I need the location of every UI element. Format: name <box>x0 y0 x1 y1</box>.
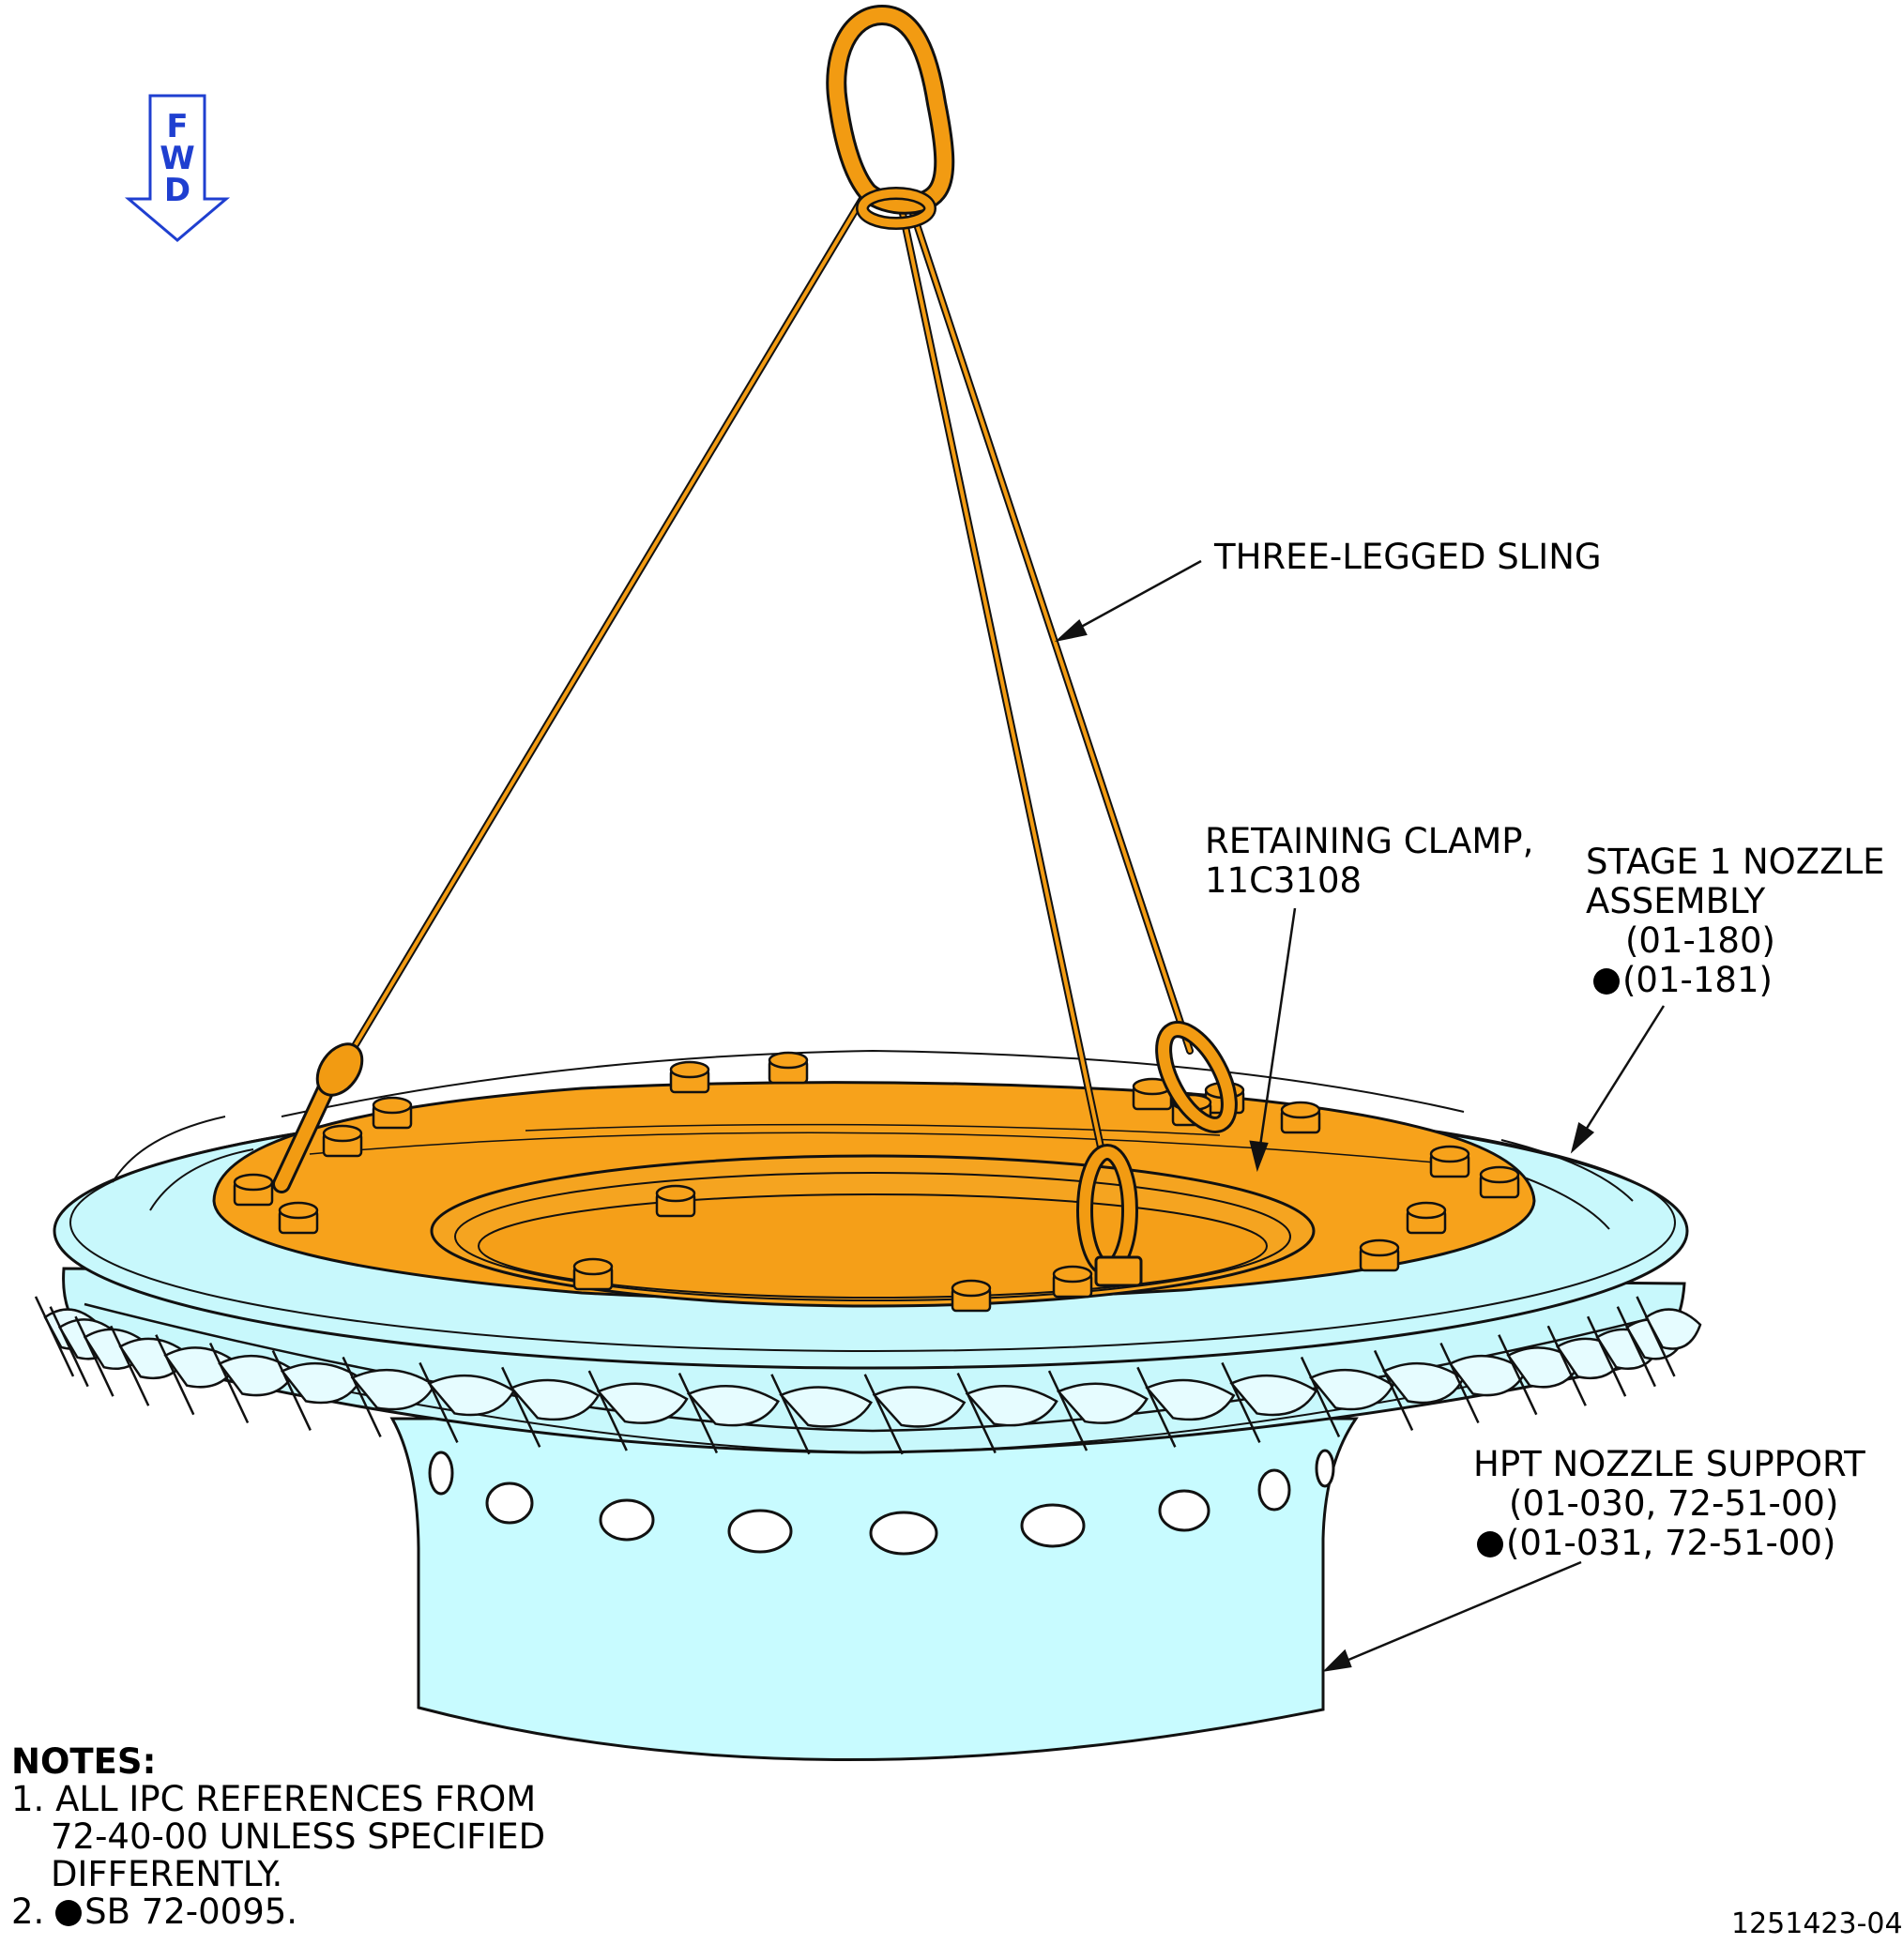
sb-dot-icon <box>1477 1531 1503 1557</box>
callout-nozzle-line-3: (01-180) <box>1625 920 1775 961</box>
nozzle-vane <box>872 1386 967 1428</box>
vane-edge <box>342 1356 382 1437</box>
sb-dot-icon <box>1593 968 1620 995</box>
vane-edge <box>74 1315 114 1397</box>
clamp-bolt-head <box>1479 1165 1520 1184</box>
vane-edge <box>770 1374 811 1455</box>
vane-edge <box>208 1342 250 1424</box>
vane-edge <box>34 1296 75 1377</box>
note-1-line-2: 72-40-00 UNLESS SPECIFIED <box>51 1816 546 1857</box>
vane-edge <box>1546 1325 1587 1406</box>
nozzle-vane <box>686 1385 780 1427</box>
note-2-number: 2. <box>11 1892 45 1932</box>
vane-edge <box>587 1370 628 1451</box>
note-1-line-1: ALL IPC REFERENCES FROM <box>55 1779 537 1819</box>
clamp-bolt-head <box>768 1051 809 1070</box>
nozzle-vanes <box>34 1296 1702 1455</box>
clamp-bolt-head <box>951 1279 992 1298</box>
callout-nozzle-line-4: (01-181) <box>1586 961 1884 1000</box>
callout-nozzle-line-1: STAGE 1 NOZZLE <box>1586 842 1885 882</box>
vane-edge <box>1373 1349 1414 1431</box>
vane-edge <box>1616 1306 1656 1388</box>
vane-edge <box>1586 1315 1627 1397</box>
nozzle-vane <box>1644 1308 1702 1350</box>
clamp-bolt-head <box>1429 1145 1470 1163</box>
vane-edge <box>1047 1370 1089 1451</box>
clamp-bolt-head <box>572 1257 614 1276</box>
fwd-arrow-icon: F W D <box>124 94 231 242</box>
clamp-bolt-head <box>372 1096 413 1115</box>
vane-edge <box>1498 1334 1538 1416</box>
callout-support-line-3-text: (01-031, 72-51-00) <box>1506 1523 1836 1563</box>
clamp-bolt-head <box>1406 1201 1447 1220</box>
hpt-nozzle-support <box>389 1417 1359 1761</box>
vane-edge <box>501 1366 541 1448</box>
callout-nozzle-line-2: ASSEMBLY <box>1586 881 1766 921</box>
clamp-bolt-head <box>1052 1265 1093 1284</box>
vane-edge <box>1221 1361 1261 1443</box>
leader-lines <box>1054 559 1666 1672</box>
vane-edge <box>677 1373 719 1454</box>
nozzle-vane <box>1056 1382 1149 1424</box>
callout-retaining-clamp-line-2: 11C3108 <box>1205 860 1363 901</box>
clamp-bolt-head <box>278 1201 319 1220</box>
callout-support-line-1: HPT NOZZLE SUPPORT <box>1473 1444 1865 1484</box>
fwd-letter-w: W <box>160 140 195 177</box>
nozzle-vane <box>965 1385 1058 1427</box>
clamp-bolt-head <box>322 1124 363 1143</box>
vane-edge <box>1136 1366 1177 1448</box>
note-2-line-1: SB 72-0095. <box>84 1892 298 1932</box>
vane-edge <box>110 1325 150 1406</box>
support-holes <box>428 1449 1335 1556</box>
vane-edge <box>1636 1296 1676 1377</box>
vane-edge <box>1300 1356 1341 1437</box>
callout-retaining-clamp-line-1: RETAINING CLAMP, <box>1205 821 1534 861</box>
note-1: 1. ALL IPC REFERENCES FROM <box>11 1781 545 1818</box>
note-1-line-3: DIFFERENTLY. <box>51 1854 283 1894</box>
vane-edge <box>155 1334 195 1416</box>
vane-edge <box>956 1373 997 1454</box>
fwd-letter-d: D <box>164 172 190 209</box>
fwd-letter-f: F <box>166 108 188 145</box>
vane-edge <box>49 1306 89 1388</box>
note-2: 2. SB 72-0095. <box>11 1893 545 1931</box>
vane-edge <box>419 1361 459 1443</box>
figure-id: 1251423-04 <box>1731 1907 1903 1940</box>
clamp-bolt-head <box>1359 1238 1400 1257</box>
note-1-number: 1. <box>11 1779 45 1819</box>
callout-support-line-3: (01-031, 72-51-00) <box>1473 1524 1865 1563</box>
notes-title: NOTES: <box>11 1741 157 1782</box>
vane-edge <box>271 1349 312 1431</box>
nozzle-vane <box>596 1382 689 1424</box>
nozzle-vane <box>779 1386 874 1428</box>
callout-three-legged-sling: THREE-LEGGED SLING <box>1214 537 1602 577</box>
callout-retaining-clamp: RETAINING CLAMP, 11C3108 <box>1205 822 1533 901</box>
sb-dot-icon <box>55 1900 83 1926</box>
vane-edge <box>863 1374 904 1455</box>
nozzle-vane <box>1145 1378 1236 1421</box>
clamp-bolt-head <box>233 1173 274 1192</box>
clamp-bolt-head <box>1280 1101 1321 1119</box>
three-legged-sling <box>272 4 1238 1287</box>
callout-stage-1-nozzle-assembly: STAGE 1 NOZZLE ASSEMBLY (01-180) (01-181… <box>1586 843 1884 1000</box>
callout-support-line-2: (01-030, 72-51-00) <box>1509 1483 1839 1524</box>
vane-edge <box>1439 1342 1480 1424</box>
clamp-bolt-head <box>655 1184 696 1203</box>
clamp-bolt-head <box>669 1060 710 1079</box>
notes-block: NOTES: 1. ALL IPC REFERENCES FROM 72-40-… <box>11 1743 545 1931</box>
callout-hpt-nozzle-support: HPT NOZZLE SUPPORT (01-030, 72-51-00) (0… <box>1473 1445 1865 1563</box>
nozzle-vane <box>1309 1368 1395 1411</box>
callout-nozzle-line-4-text: (01-181) <box>1622 960 1773 1000</box>
nozzle-vane <box>510 1378 601 1421</box>
